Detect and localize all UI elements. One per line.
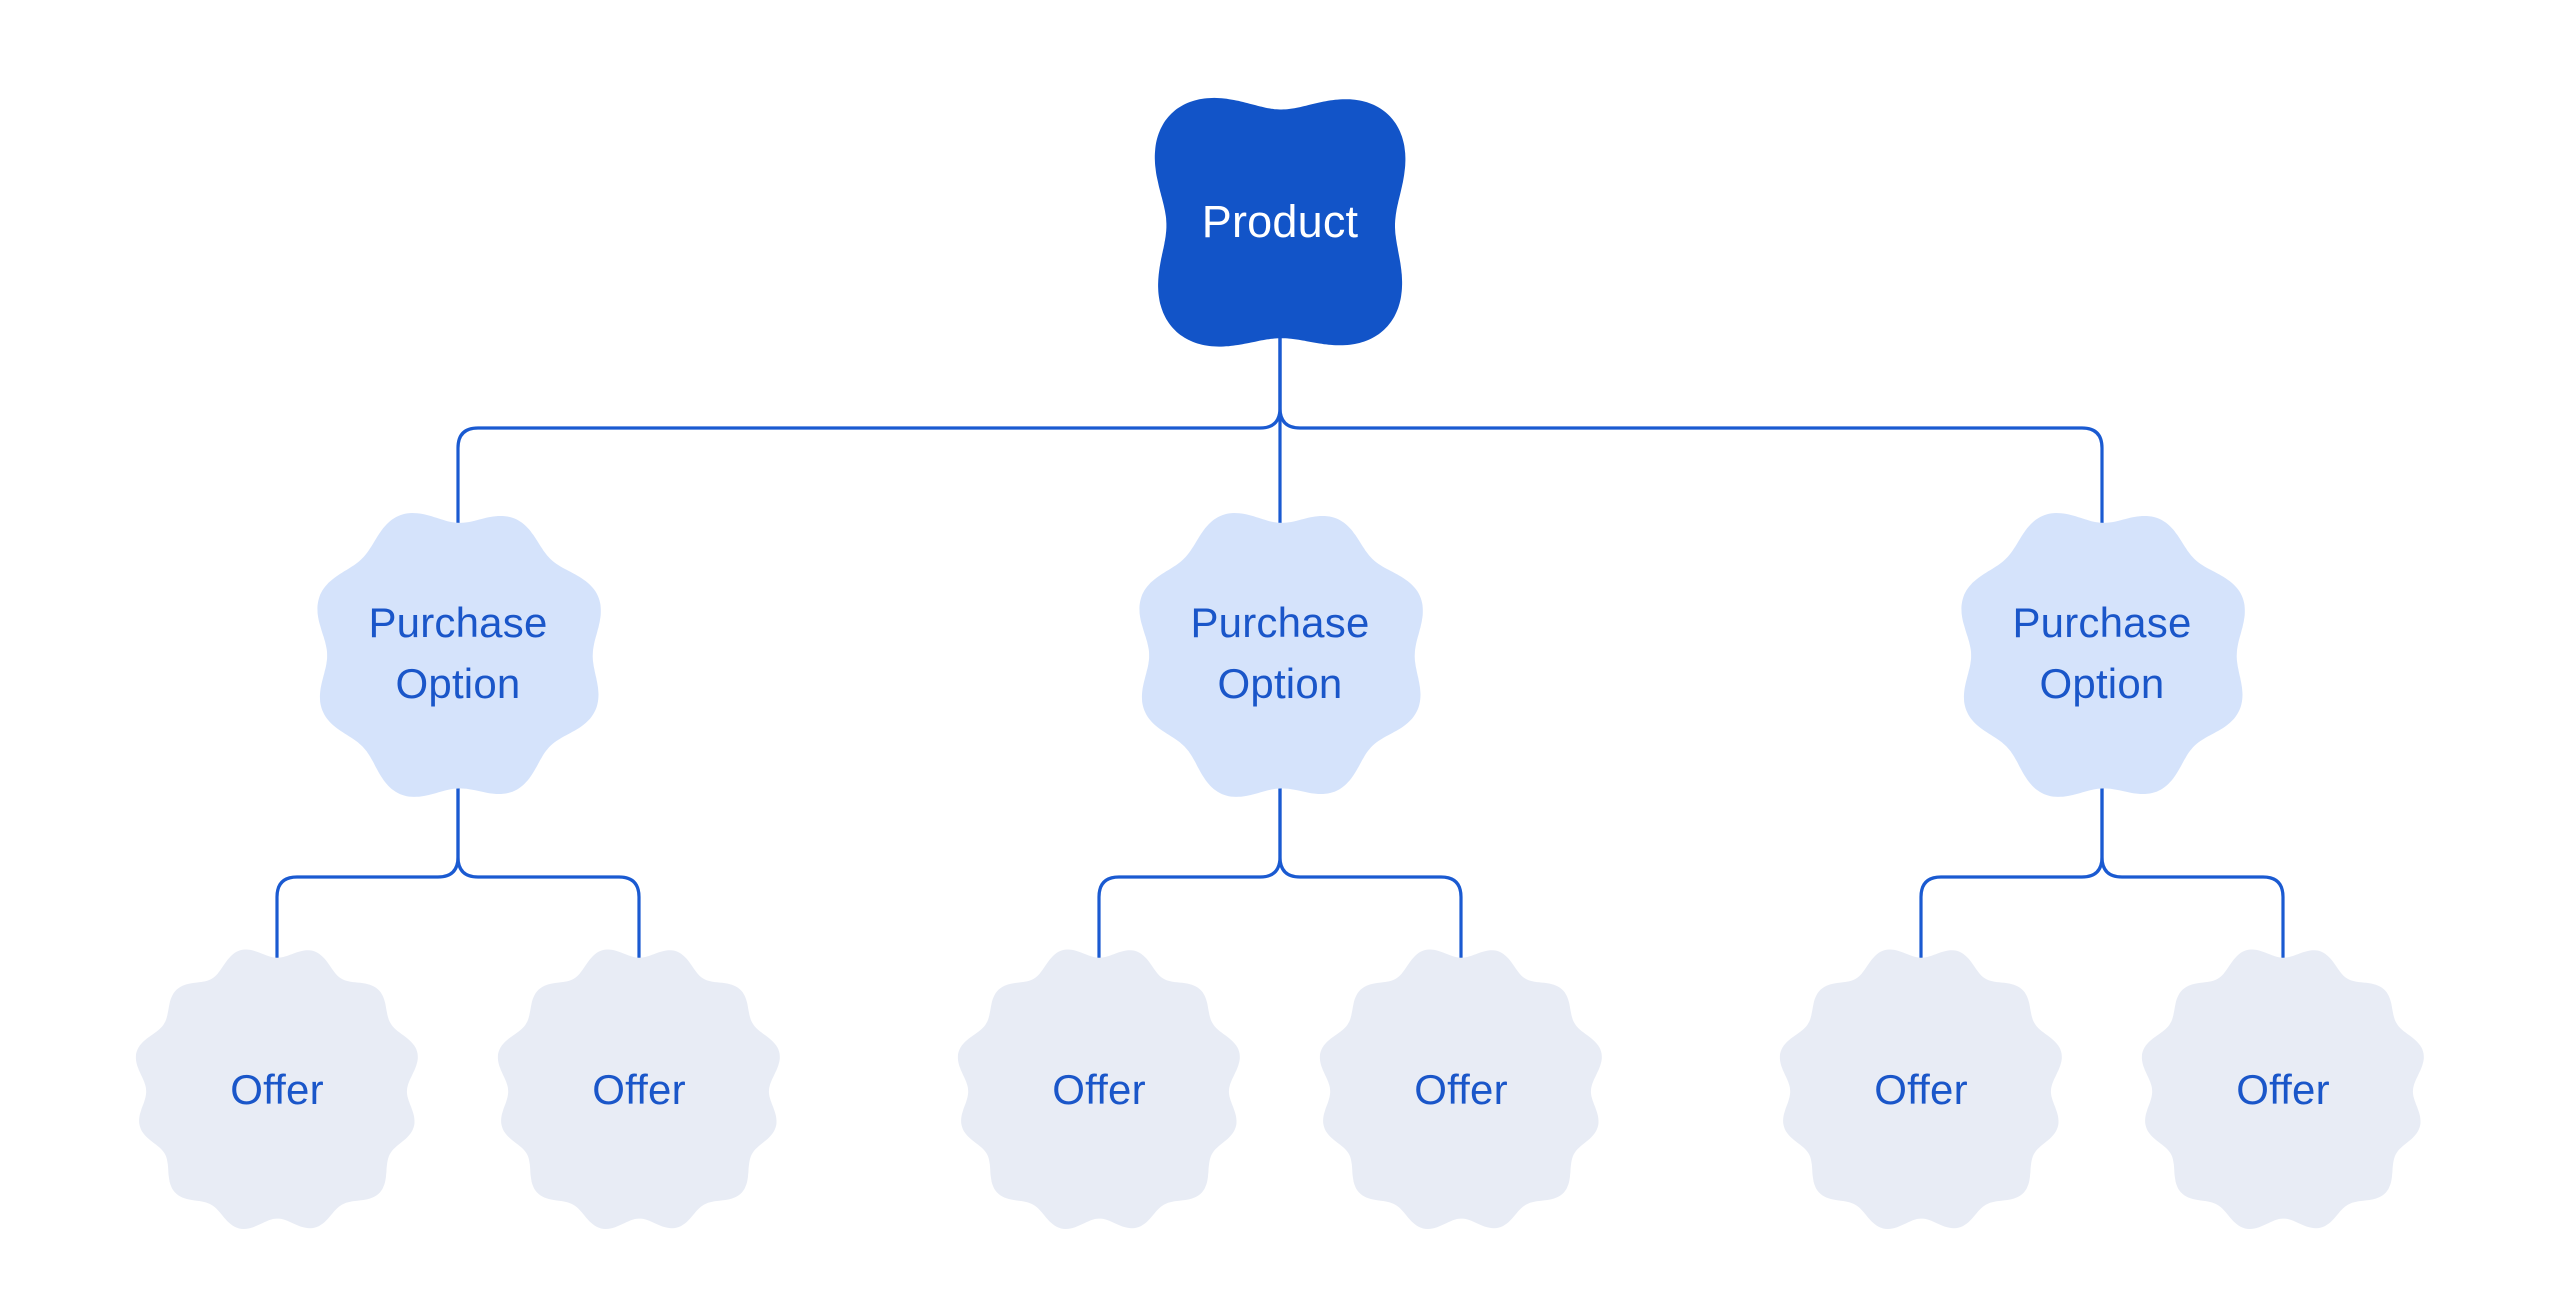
connector-purchase-option-1-to-offer-1 [275, 780, 460, 965]
connector-purchase-option-2-to-offer-4 [1278, 780, 1463, 965]
offer-1-node-shape [135, 949, 418, 1229]
connector-purchase-option-1-to-offer-2 [456, 780, 641, 965]
connector-product-to-purchase-option-1 [456, 330, 1282, 526]
offer-5-node-shape [1779, 949, 2062, 1229]
purchase-option-1-node-shape [317, 513, 601, 797]
offer-2-node-shape [497, 949, 780, 1229]
connector-purchase-option-3-to-offer-5 [1919, 780, 2104, 965]
product-node-shape [1154, 97, 1406, 347]
offer-3-node-shape [957, 949, 1240, 1229]
connector-product-to-purchase-option-3 [1278, 330, 2104, 526]
connector-purchase-option-2-to-offer-3 [1097, 780, 1282, 965]
offer-6-node-shape [2141, 949, 2424, 1229]
offer-4-node-shape [1319, 949, 1602, 1229]
purchase-option-3-node-shape [1961, 513, 2245, 797]
purchase-option-2-node-shape [1139, 513, 1423, 797]
connector-purchase-option-3-to-offer-6 [2100, 780, 2285, 965]
